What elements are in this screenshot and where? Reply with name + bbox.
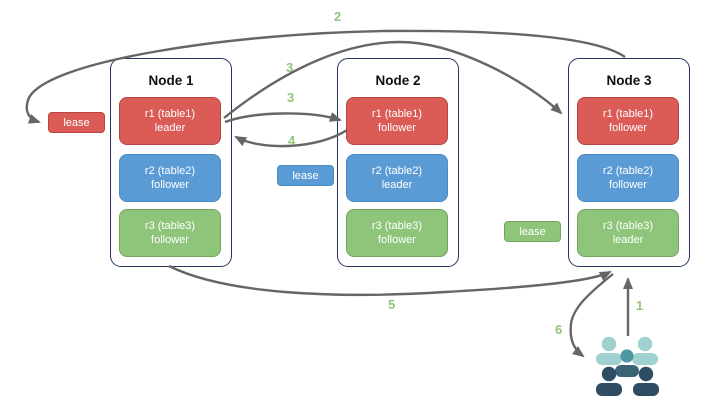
replica-name: r1 (table1): [371, 107, 423, 120]
node-3-title: Node 3: [606, 73, 652, 88]
replica-role: follower: [151, 179, 189, 191]
replica-role: leader: [612, 234, 644, 246]
node-1-box: Node 1 r1 (table1) leader r2 (table2) fo…: [110, 58, 232, 267]
replica-name: r3 (table3): [602, 219, 654, 232]
arrow-step-5: [168, 264, 612, 297]
step-label-5: 5: [388, 297, 396, 312]
step-label-1: 1: [636, 298, 644, 313]
node-2-replica-r2: r2 (table2) leader: [346, 154, 448, 202]
lease-badge-blue: lease: [277, 165, 334, 186]
replica-role: follower: [378, 234, 416, 246]
replica-name: r3 (table3): [144, 219, 196, 232]
step-label-3b: 3: [287, 90, 295, 105]
replica-name: r1 (table1): [144, 107, 196, 120]
node-3-replica-r3: r3 (table3) leader: [577, 209, 679, 257]
arrow-step-3-to-node2: [224, 112, 342, 124]
lease-badge-green: lease: [504, 221, 561, 242]
node-2-title: Node 2: [375, 73, 421, 88]
replica-role: follower: [609, 179, 647, 191]
step-label-4: 4: [288, 133, 296, 148]
node-3-box: Node 3 r1 (table1) follower r2 (table2) …: [568, 58, 690, 267]
replica-name: r2 (table2): [602, 164, 654, 177]
node-1-replica-r1: r1 (table1) leader: [119, 97, 221, 145]
step-label-2: 2: [334, 9, 342, 24]
node-3-replica-r1: r1 (table1) follower: [577, 97, 679, 145]
node-1-title: Node 1: [148, 73, 194, 88]
replica-role: follower: [609, 122, 647, 134]
lease-badge-red: lease: [48, 112, 105, 133]
node-2-replica-r1: r1 (table1) follower: [346, 97, 448, 145]
node-3-replica-r2: r2 (table2) follower: [577, 154, 679, 202]
replica-role: follower: [151, 234, 189, 246]
users-group-icon: [596, 336, 659, 396]
replica-name: r1 (table1): [602, 107, 654, 120]
replica-role: follower: [378, 122, 416, 134]
replica-name: r2 (table2): [144, 164, 196, 177]
node-1-replica-r3: r3 (table3) follower: [119, 209, 221, 257]
replica-role: leader: [381, 179, 413, 191]
replica-name: r3 (table3): [371, 219, 423, 232]
node-2-box: Node 2 r1 (table1) follower r2 (table2) …: [337, 58, 459, 267]
replica-role: leader: [154, 122, 186, 134]
step-label-6: 6: [555, 322, 563, 337]
step-label-3a: 3: [286, 60, 294, 75]
replica-name: r2 (table2): [371, 164, 423, 177]
node-2-replica-r3: r3 (table3) follower: [346, 209, 448, 257]
node-1-replica-r2: r2 (table2) follower: [119, 154, 221, 202]
